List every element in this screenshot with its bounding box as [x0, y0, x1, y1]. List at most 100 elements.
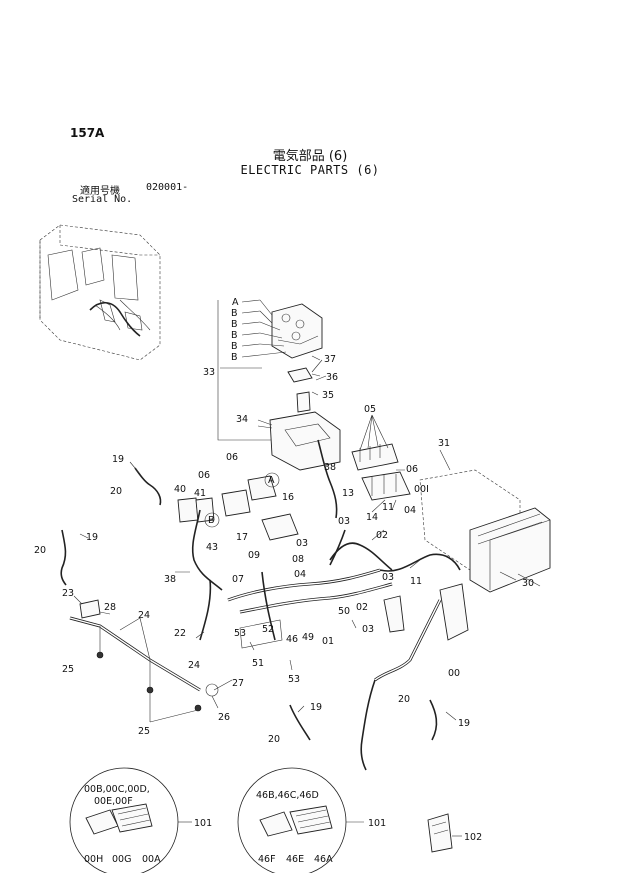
- callout-49: 49: [302, 632, 314, 643]
- base-harness-bar: [69, 599, 219, 712]
- callout-101: 101: [368, 818, 386, 829]
- detail-callout-46b-46d: 46B,46C,46D: [256, 790, 319, 801]
- callout-26: 26: [218, 712, 230, 723]
- callout-08: 08: [292, 554, 304, 565]
- callout-43: 43: [206, 542, 218, 553]
- serial-number-range: 020001-: [146, 182, 189, 193]
- callout-04: 04: [294, 569, 306, 580]
- callout-46: 46: [286, 634, 298, 645]
- callout-03: 03: [362, 624, 374, 635]
- callout-03: 03: [296, 538, 308, 549]
- callout-101: 101: [194, 818, 212, 829]
- main-wire-harness: [191, 509, 469, 771]
- callout-33: 33: [203, 367, 215, 378]
- callout-00: 00: [448, 668, 460, 679]
- callout-09: 09: [248, 550, 260, 561]
- callout-b: B: [231, 341, 238, 352]
- callout-b: B: [231, 319, 238, 330]
- callout-20: 20: [268, 734, 280, 745]
- callout-31: 31: [438, 438, 450, 449]
- callout-a: A: [232, 297, 239, 308]
- detail-callout-00e-00f: 00E,00F: [94, 796, 133, 807]
- callout-102: 102: [464, 832, 482, 843]
- callout-02: 02: [356, 602, 368, 613]
- callout-20: 20: [398, 694, 410, 705]
- callout-circle-b: B: [208, 515, 215, 526]
- callout-06: 06: [406, 464, 418, 475]
- callout-00h: 00H: [84, 854, 103, 865]
- callout-17: 17: [236, 532, 248, 543]
- callout-b: B: [231, 330, 238, 341]
- callout-circle-a: A: [268, 475, 275, 486]
- callout-b: B: [231, 352, 238, 363]
- callout-30: 30: [522, 578, 534, 589]
- detail-inset-console-connectors: [237, 767, 364, 873]
- part-102-label-plate: [427, 813, 462, 853]
- callout-23: 23: [62, 588, 74, 599]
- callout-19: 19: [458, 718, 470, 729]
- leader-lines: [73, 355, 517, 723]
- callout-38: 38: [324, 462, 336, 473]
- callout-53: 53: [234, 628, 246, 639]
- serial-label-japanese: 適用号機: [80, 186, 120, 197]
- callout-13: 13: [342, 488, 354, 499]
- callout-35: 35: [322, 390, 334, 401]
- detail-callout-00b-00d: 00B,00C,00D,: [84, 784, 150, 795]
- callout-24: 24: [188, 660, 200, 671]
- callout-19: 19: [112, 454, 124, 465]
- callout-46f: 46F: [258, 854, 276, 865]
- callout-46e: 46E: [286, 854, 304, 865]
- title-english: ELECTRIC PARTS (6): [240, 163, 380, 177]
- callout-20: 20: [110, 486, 122, 497]
- callout-25: 25: [138, 726, 150, 737]
- callout-41: 41: [194, 488, 206, 499]
- callout-24: 24: [138, 610, 150, 621]
- callout-51: 51: [252, 658, 264, 669]
- callout-16: 16: [282, 492, 294, 503]
- callout-36: 36: [326, 372, 338, 383]
- callout-53: 53: [288, 674, 300, 685]
- callout-04: 04: [404, 505, 416, 516]
- callout-34: 34: [236, 414, 248, 425]
- console-switch-panel: [217, 299, 341, 519]
- callout-50: 50: [338, 606, 350, 617]
- callout-14: 14: [366, 512, 378, 523]
- callout-25: 25: [62, 664, 74, 675]
- callout-27: 27: [232, 678, 244, 689]
- serial-label-english: Serial No.: [72, 194, 133, 205]
- callout-11: 11: [382, 502, 394, 513]
- callout-05: 05: [364, 404, 376, 415]
- callout-06: 06: [226, 452, 238, 463]
- detail-inset-harness-connectors: [69, 767, 192, 873]
- cab-overview-sketch: [39, 224, 161, 361]
- callout-00a: 00A: [142, 854, 161, 865]
- callout-06: 06: [198, 470, 210, 481]
- callout-00g: 00G: [112, 854, 131, 865]
- callout-46a: 46A: [314, 854, 333, 865]
- callout-03: 03: [382, 572, 394, 583]
- callout-03: 03: [338, 516, 350, 527]
- callout-01: 01: [322, 636, 334, 647]
- callout-07: 07: [232, 574, 244, 585]
- callout-52: 52: [262, 624, 274, 635]
- callout-02: 02: [376, 530, 388, 541]
- callout-37: 37: [324, 354, 336, 365]
- callout-20: 20: [34, 545, 46, 556]
- controller-unit: [419, 469, 551, 593]
- relay-block: [351, 414, 411, 501]
- callout-19: 19: [86, 532, 98, 543]
- page-number: 157A: [70, 126, 105, 140]
- callout-38: 38: [164, 574, 176, 585]
- callout-11: 11: [410, 576, 422, 587]
- callout-labels: A B B B B B 33 37 36 35 34 05 31 06 38 0…: [34, 297, 534, 865]
- sensor-leads: [60, 467, 438, 741]
- electrical-modules: [177, 472, 299, 541]
- callout-b: B: [231, 308, 238, 319]
- callout-28: 28: [104, 602, 116, 613]
- callout-22: 22: [174, 628, 186, 639]
- callout-40: 40: [174, 484, 186, 495]
- callout-19: 19: [310, 702, 322, 713]
- callout-00i: 00I: [414, 484, 429, 495]
